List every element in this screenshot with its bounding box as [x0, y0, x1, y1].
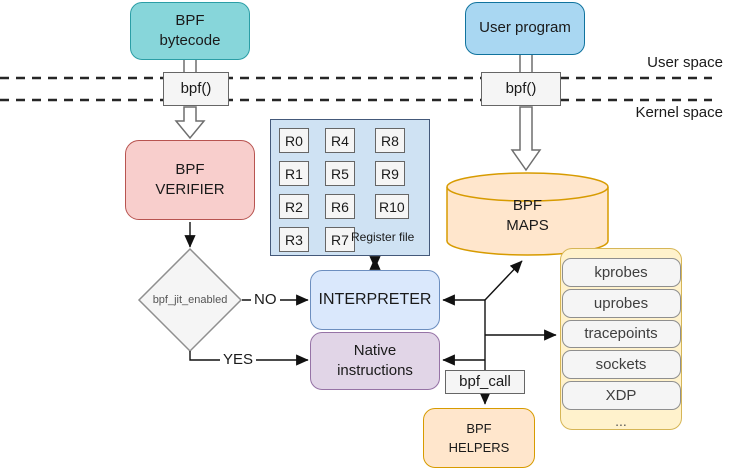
bpf-call-label: bpf_call — [445, 370, 525, 394]
register-r6: R6 — [325, 194, 355, 219]
register-file-label: Register file — [351, 230, 415, 244]
hook-item-xdp: XDP — [561, 381, 681, 410]
bpf-syscall-node-left: bpf() — [163, 72, 229, 106]
bpf-maps-node: BPF MAPS — [506, 197, 549, 235]
bpf-syscall-node-right: bpf() — [481, 72, 561, 106]
register-r3: R3 — [279, 227, 309, 252]
bytecode-to-syscall-shaft — [183, 57, 197, 74]
kernel-space-label: Kernel space — [635, 104, 723, 121]
register-file-panel: R0 R1 R2 R3 R4 R5 R6 R7 R8 R9 R10 Regist… — [270, 119, 430, 256]
register-r10: R10 — [375, 194, 409, 219]
user-space-label: User space — [647, 54, 723, 71]
syscall-to-maps-block-arrow-icon — [510, 106, 542, 172]
hook-item-kprobes: kprobes — [561, 258, 681, 287]
bpf-bytecode-node: BPF bytecode — [130, 2, 250, 60]
arrow-yes-to-native — [189, 351, 309, 366]
hook-item-uprobes: uprobes — [561, 288, 681, 318]
native-instructions-node: Native instructions — [310, 332, 440, 390]
hook-item-tracepoints: tracepoints — [561, 319, 681, 349]
jit-decision-label: bpf_jit_enabled — [152, 294, 228, 306]
register-r5: R5 — [325, 161, 355, 186]
edge-label-yes: YES — [220, 351, 257, 369]
register-grid: R0 R1 R2 R3 R4 R5 R6 R7 R8 R9 R10 — [279, 124, 429, 256]
arrow-junction-to-maps — [484, 260, 523, 301]
user-program-node: User program — [465, 2, 585, 55]
register-r0: R0 — [279, 128, 309, 153]
bpf-helpers-node: BPF HELPERS — [423, 408, 535, 468]
register-r9: R9 — [375, 161, 405, 186]
register-r2: R2 — [279, 194, 309, 219]
userprogram-to-syscall-shaft — [519, 53, 533, 74]
hook-points-panel: kprobes uprobes tracepoints sockets XDP … — [560, 248, 682, 430]
edge-label-no: NO — [251, 291, 280, 309]
register-r1: R1 — [279, 161, 309, 186]
register-r4: R4 — [325, 128, 355, 153]
hook-more-label: ... — [615, 412, 627, 429]
register-r7: R7 — [325, 227, 355, 252]
interpreter-node: INTERPRETER — [310, 270, 440, 330]
syscall-to-verifier-block-arrow-icon — [174, 106, 206, 140]
hook-item-sockets: sockets — [561, 350, 681, 380]
register-r8: R8 — [375, 128, 405, 153]
bpf-verifier-node: BPF VERIFIER — [125, 140, 255, 220]
